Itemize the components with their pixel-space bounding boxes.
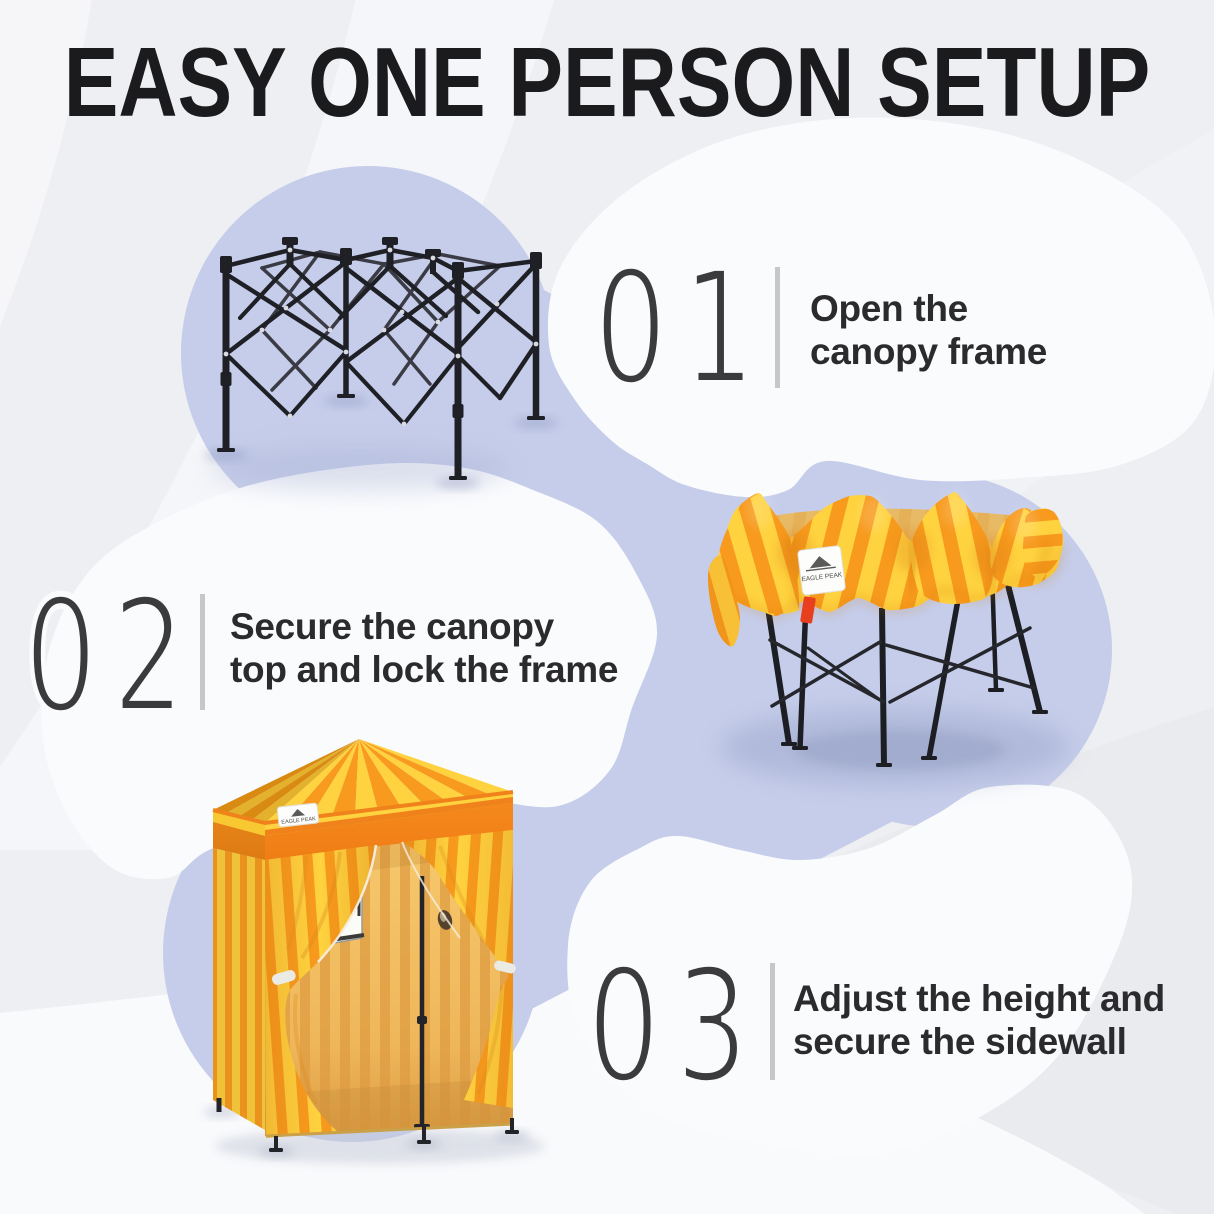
step-2-description: Secure the canopy top and lock the frame <box>230 605 618 691</box>
step-1-line-1: Open the <box>810 288 968 329</box>
cloud-highlights <box>41 117 1214 1156</box>
step-3-number: 03 <box>585 935 763 1119</box>
step-1-description: Open the canopy frame <box>810 287 1047 373</box>
step-1-line-2: canopy frame <box>810 331 1047 372</box>
frame-illustration <box>204 237 558 490</box>
cabana-illustration: EAGLE PEAK <box>204 739 545 1164</box>
step-2-number: 02 <box>22 565 200 749</box>
brand-label-text-cabana: EAGLE PEAK <box>281 816 316 826</box>
step-3-line-1: Adjust the height and <box>793 978 1165 1019</box>
page-title: EASY ONE PERSON SETUP <box>63 27 1151 137</box>
step-2-line-1: Secure the canopy <box>230 606 554 647</box>
step-1-divider <box>775 267 780 388</box>
canopy-top-illustration: EAGLE PEAK <box>707 491 1070 785</box>
step-3-divider <box>770 963 775 1080</box>
step-2-line-2: top and lock the frame <box>230 649 619 690</box>
step-2-divider <box>200 594 205 710</box>
step-1-number: 01 <box>592 237 770 421</box>
step-3-description: Adjust the height and secure the sidewal… <box>793 977 1165 1063</box>
step-3-line-2: secure the sidewall <box>793 1021 1127 1062</box>
